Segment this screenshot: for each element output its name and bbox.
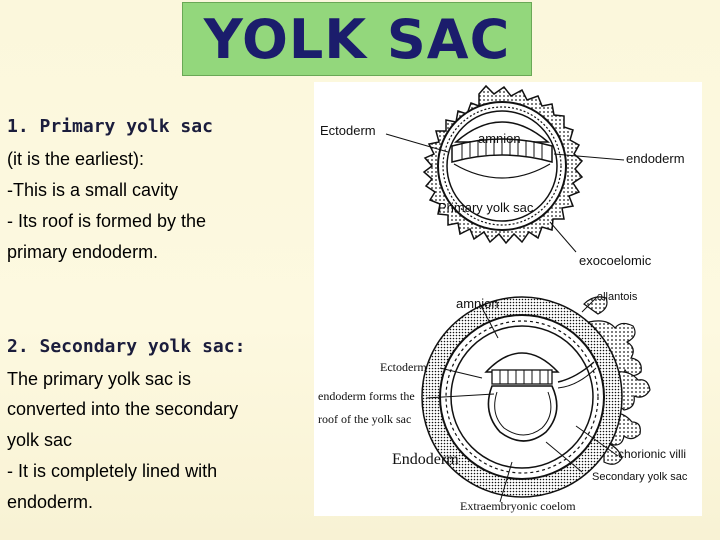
section-1-line-2: -This is a small cavity [7, 180, 179, 200]
section-1-line-1: (it is the earliest): [7, 149, 145, 169]
label-ectoderm-top: Ectoderm [320, 123, 376, 138]
label-endoderm-top: endoderm [626, 151, 685, 166]
label-endoderm-forms-1: endoderm forms the [318, 389, 415, 403]
label-allantois: allantois [597, 291, 638, 303]
section-1-heading: 1. Primary yolk sac [7, 116, 213, 137]
label-endoderm-big: Endoderm [392, 451, 459, 468]
label-primary-yolk-sac: Primary yolk sac [438, 200, 534, 215]
label-exocoelomic: exocoelomic [579, 253, 652, 268]
title-banner: YOLK SAC [182, 2, 532, 76]
section-2-line-2: converted into the secondary [7, 399, 239, 419]
label-amnion-top: amnion [478, 131, 521, 146]
secondary-yolk-sac-shape [487, 385, 558, 442]
section-2-line-1: The primary yolk sac is [7, 369, 192, 389]
section-2-line-4: - It is completely lined with [7, 461, 218, 481]
disc-cells [461, 139, 543, 159]
label-amnion-bottom: amnion [456, 296, 499, 311]
label-ectoderm-bottom: Ectoderm [380, 360, 427, 374]
section-2-line-5: endoderm. [7, 492, 94, 512]
primary-yolk-sac-diagram [385, 84, 625, 253]
label-extraembryonic-coelom: Extraembryonic coelom [460, 499, 576, 513]
label-secondary-yolk-sac: Secondary yolk sac [592, 471, 688, 483]
chorionic-villi [583, 296, 651, 465]
section-1-line-3: - Its roof is formed by the [7, 211, 207, 231]
secondary-yolk-sac-diagram [421, 295, 651, 503]
endoderm-layer [453, 163, 551, 179]
amnion-cavity [453, 121, 551, 143]
section-2-heading: 2. Secondary yolk sac: [7, 336, 246, 357]
yolk-sac-figure: Ectoderm amnion endoderm Primary yolk sa… [314, 82, 702, 516]
label-endoderm-forms-2: roof of the yolk sac [318, 412, 411, 426]
label-chorionic-villi: chorionic villi [618, 447, 686, 461]
yolk-sac-diagram: Ectoderm amnion endoderm Primary yolk sa… [318, 84, 688, 513]
page-title: YOLK SAC [203, 7, 511, 71]
section-2-line-3: yolk sac [7, 430, 73, 450]
section-1-line-4: primary endoderm. [7, 242, 159, 262]
